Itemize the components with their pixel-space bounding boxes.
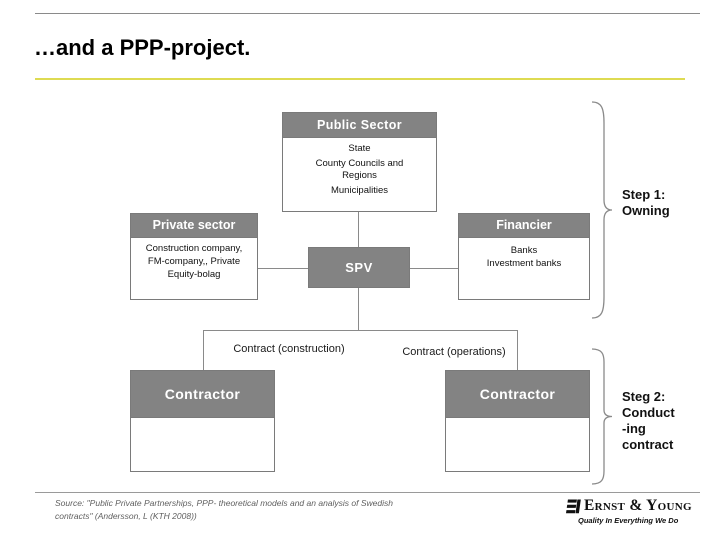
title-accent-rule	[35, 78, 685, 80]
contractor-right-header: Contractor	[446, 371, 589, 418]
financier-box: Financier Banks Investment banks	[458, 213, 590, 300]
brace-step2	[591, 348, 613, 485]
ernst-young-logo: Ernst & Young Quality In Everything We D…	[564, 497, 698, 525]
public-sector-item: County Councils and Regions	[315, 158, 404, 181]
public-sector-header: Public Sector	[283, 113, 436, 138]
connector-public-to-spv	[358, 212, 359, 247]
private-sector-header: Private sector	[131, 214, 257, 238]
connector-spv-down	[358, 288, 359, 330]
step2-line: contract	[622, 437, 674, 452]
financier-body: Banks Investment banks	[459, 238, 589, 270]
top-rule	[35, 13, 700, 14]
logo-row: Ernst & Young	[564, 497, 698, 515]
public-sector-body: State County Councils and Regions Munici…	[283, 138, 436, 197]
logo-tagline: Quality In Everything We Do	[578, 516, 679, 525]
brace-step1	[591, 101, 613, 319]
contractor-left-header: Contractor	[131, 371, 274, 418]
footer-rule	[35, 492, 700, 493]
connector-private-to-spv	[258, 268, 308, 269]
step1-line: Owning	[622, 203, 670, 218]
ey-logo-mark-icon	[566, 499, 581, 513]
financier-item: Banks	[510, 245, 538, 256]
contractor-left-box: Contractor	[130, 370, 275, 472]
financier-item: Investment banks	[486, 258, 562, 269]
public-sector-item: State	[348, 143, 371, 154]
connector-left-contractor	[203, 330, 204, 370]
step2-line: -ing	[622, 421, 646, 436]
public-sector-item: Municipalities	[330, 185, 389, 196]
contractor-right-box: Contractor	[445, 370, 590, 472]
public-sector-box: Public Sector State County Councils and …	[282, 112, 437, 212]
private-sector-body: Construction company, FM-company,, Priva…	[145, 243, 243, 280]
source-citation: Source: "Public Private Partnerships, PP…	[55, 497, 393, 523]
private-sector-box: Private sector Construction company, FM-…	[130, 213, 258, 300]
spv-box: SPV	[308, 247, 410, 288]
contract-construction-label: Contract (construction)	[233, 343, 345, 355]
step1-label: Step 1: Owning	[622, 187, 670, 219]
source-line: Source: "Public Private Partnerships, PP…	[55, 498, 393, 508]
page-title: …and a PPP-project.	[34, 34, 251, 60]
logo-wordmark: Ernst & Young	[584, 497, 692, 514]
source-line: contracts" (Andersson, L (KTH 2008))	[55, 511, 197, 521]
connector-branch	[203, 330, 518, 331]
step2-line: Steg 2:	[622, 389, 666, 404]
step1-line: Step 1:	[622, 187, 666, 202]
connector-spv-to-financier	[410, 268, 458, 269]
connector-right-contractor	[517, 330, 518, 370]
contract-operations-label: Contract (operations)	[402, 346, 506, 358]
step2-line: Conduct	[622, 405, 675, 420]
financier-header: Financier	[459, 214, 589, 238]
step2-label: Steg 2: Conduct -ing contract	[622, 389, 675, 453]
